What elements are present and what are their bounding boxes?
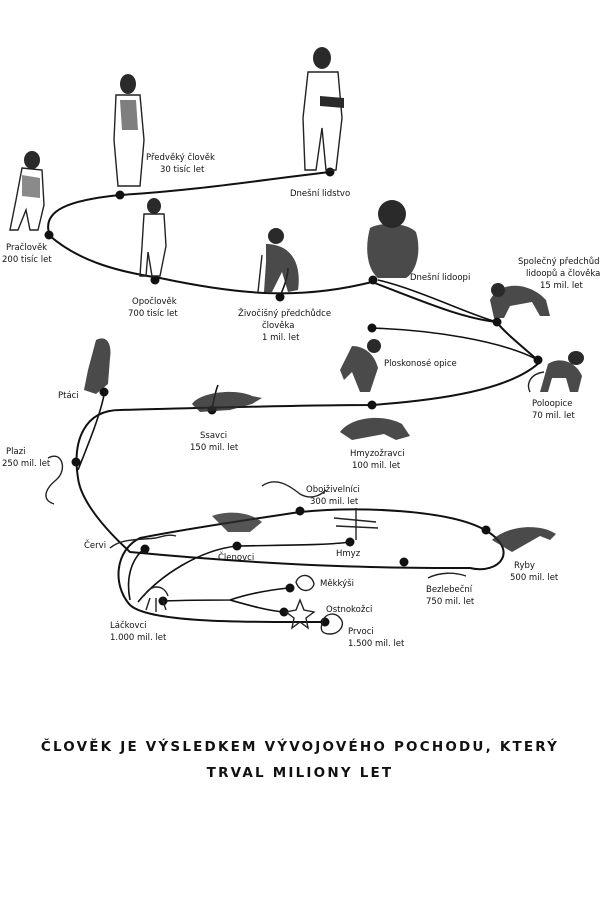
illustrations [9,47,584,635]
lancelet-illustration [427,572,467,579]
label-obojzivelnici: Obojživelníci [306,485,360,495]
label-lackovci: Láčkovci [110,620,147,631]
node-dnesni-lidoopi [368,275,378,285]
caption-line-1: ČLOVĚK JE VÝSLEDKEM VÝVOJOVÉHO POCHODU, … [40,739,560,755]
insect-illustration [333,508,379,540]
node-poloopice [533,355,543,365]
branch-ptaci [77,394,105,471]
label-predveky: Předvěký člověk [146,152,215,163]
label-bezlebecni-age: 750 mil. let [426,597,475,607]
label-ostnokozci: Ostnokožci [326,605,372,615]
node-mekkysi [285,583,295,593]
label-mekkysi: Měkkýši [320,578,354,589]
label-ryby: Ryby [514,561,535,571]
label-plazi: Plazi [6,447,26,457]
label-prvoci-age: 1.500 mil. let [348,639,405,649]
branch-mekkysi [162,587,289,602]
label-dnesni-lidstvo: Dnešní lidstvo [290,188,350,199]
cnidarian-illustration [143,586,169,612]
early-man-illustration [9,151,45,231]
modern-human-illustration [302,47,344,171]
node-markers [44,167,543,627]
monkey-illustration [340,339,381,392]
node-clenovci [232,541,242,551]
labels: Prvoci 1.500 mil. let Láčkovci 1.000 mil… [2,152,600,649]
reptile-illustration [45,455,64,505]
node-ptaci [99,387,109,397]
label-hmyzozravci: Hmyzožravci [350,449,405,459]
label-ssavci: Ssavci [200,431,227,441]
node-dnesni-lidstvo [325,167,335,177]
label-poloopice: Poloopice [532,399,572,409]
ape-man-illustration [139,198,167,277]
insectivore-illustration [340,417,410,440]
label-poloopice-age: 70 mil. let [532,411,576,421]
label-ptaci: Ptáci [58,391,79,401]
caption: ČLOVĚK JE VÝSLEDKEM VÝVOJOVÉHO POCHODU, … [0,734,600,786]
common-ancestor-illustration [490,283,550,318]
node-predveky [115,190,125,200]
label-predveky-age: 30 tisíc let [160,165,205,175]
node-zivocisny [275,292,285,302]
label-hmyz: Hmyz [336,549,361,559]
label-bezlebecni: Bezlebeční [426,584,473,595]
label-spolecny-line2: lidoopů a člověka [526,268,600,279]
prehistoric-human-illustration [113,74,145,187]
label-cervi: Červi [84,539,106,551]
label-opoclovek-age: 700 tisíc let [128,309,178,319]
protozoa-illustration [320,613,344,635]
gorilla-illustration [367,200,419,278]
label-praclovek: Pračlověk [6,242,47,253]
label-zivocisny-line2: člověka [262,320,294,331]
label-praclovek-age: 200 tisíc let [2,255,52,265]
node-ryby [481,525,491,535]
lemur-illustration [527,351,584,393]
node-bezlebecni [399,557,409,567]
branch-lidoopi [377,279,498,323]
label-clenovci: Členovci [218,551,254,563]
node-ploskonose [367,323,377,333]
node-praclovek [44,230,54,240]
node-hmyz [345,537,355,547]
mammal-illustration [192,391,262,412]
fish-illustration [492,527,556,552]
branch-ploskonose [371,327,539,361]
node-opoclovek [150,275,160,285]
amphibian-illustration [261,481,327,498]
caption-line-2: TRVAL MILIONY LET [206,765,394,781]
main-evolution-path [47,171,542,624]
label-opoclovek: Opočlověk [132,296,177,307]
label-obojzivelnici-age: 300 mil. let [310,497,359,507]
label-ploskonose: Ploskonosé opice [384,358,457,369]
mollusc-illustration [295,574,315,592]
label-prvoci: Prvoci [348,627,374,637]
label-spolecny-line1: Společný předchůdce [518,256,600,267]
label-plazi-age: 250 mil. let [2,459,51,469]
node-cervi [140,544,150,554]
label-lackovci-age: 1.000 mil. let [110,633,167,643]
label-hmyzozravci-age: 100 mil. let [352,461,401,471]
node-spolecny [492,317,502,327]
node-hmyzozravci [367,400,377,410]
arthropod-illustration [212,512,262,532]
label-dnesni-lidoopi: Dnešní lidoopi [410,272,470,283]
label-zivocisny-line1: Živočišný předchůdce [238,307,331,319]
echinoderm-illustration [284,598,316,630]
branch-hmyz [239,541,351,547]
label-spolecny-age: 15 mil. let [540,281,584,291]
branch-ostnokozci [229,599,284,613]
worm-illustration [109,534,177,549]
label-zivocisny-age: 1 mil. let [262,333,300,343]
branch-cervi [127,547,146,601]
node-plazi [71,457,81,467]
label-ryby-age: 500 mil. let [510,573,559,583]
node-obojzivelnici [295,506,305,516]
node-ostnokozci [279,607,289,617]
bird-illustration [84,338,111,394]
animal-ancestor-illustration [257,228,299,293]
label-ssavci-age: 150 mil. let [190,443,239,453]
